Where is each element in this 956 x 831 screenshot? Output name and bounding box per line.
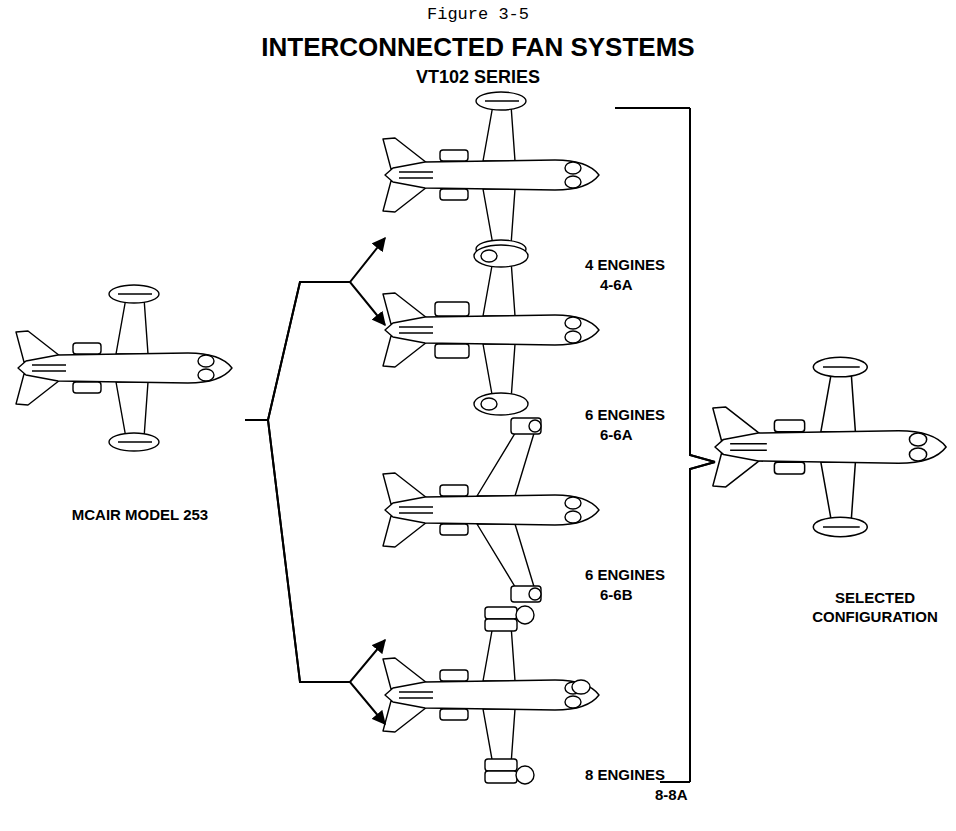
bracket — [615, 108, 690, 782]
bracket-connector — [245, 238, 385, 420]
bracket-connector — [690, 462, 715, 782]
aircraft-label: SELECTED CONFIGURATION — [805, 588, 945, 626]
series-subtitle: VT102 SERIES — [0, 66, 956, 88]
figure-number: Figure 3-5 — [0, 4, 956, 26]
bracket-connector — [245, 420, 385, 682]
model-designation: 4-6A — [600, 275, 633, 294]
aircraft-drawing — [383, 606, 599, 784]
bracket-connector — [690, 108, 715, 462]
bracket-connector — [245, 420, 385, 724]
aircraft-node: MCAIR MODEL 253 — [10, 290, 245, 530]
model-designation: 8-8A — [655, 785, 688, 804]
bracket-connector — [690, 462, 715, 510]
aircraft-drawing — [383, 92, 599, 258]
aircraft-label: MCAIR MODEL 253 — [40, 505, 240, 524]
aircraft-label: 6 ENGINES — [585, 565, 665, 584]
aircraft-label: 8 ENGINES — [585, 765, 665, 784]
aircraft-node: 6 ENGINES6-6B — [385, 450, 690, 650]
aircraft-label: 4 ENGINES — [585, 255, 665, 274]
aircraft-label: 6 ENGINES — [585, 405, 665, 424]
aircraft-drawing — [383, 418, 599, 602]
bracket-connector — [245, 282, 385, 420]
diagram-title: INTERCONNECTED FAN SYSTEMS — [0, 32, 956, 62]
aircraft-drawing — [16, 285, 232, 451]
aircraft-node: SELECTED CONFIGURATION — [715, 360, 952, 640]
aircraft-drawing — [713, 357, 946, 536]
bracket-connector — [690, 330, 715, 462]
aircraft-node: 8 ENGINES8-8A — [385, 650, 690, 810]
model-designation: 6-6A — [600, 425, 633, 444]
model-designation: 6-6B — [600, 585, 633, 604]
aircraft-drawing — [383, 245, 599, 415]
aircraft-node: 4 ENGINES4-6A — [385, 95, 690, 300]
aircraft-node: 6 ENGINES6-6A — [385, 300, 690, 450]
